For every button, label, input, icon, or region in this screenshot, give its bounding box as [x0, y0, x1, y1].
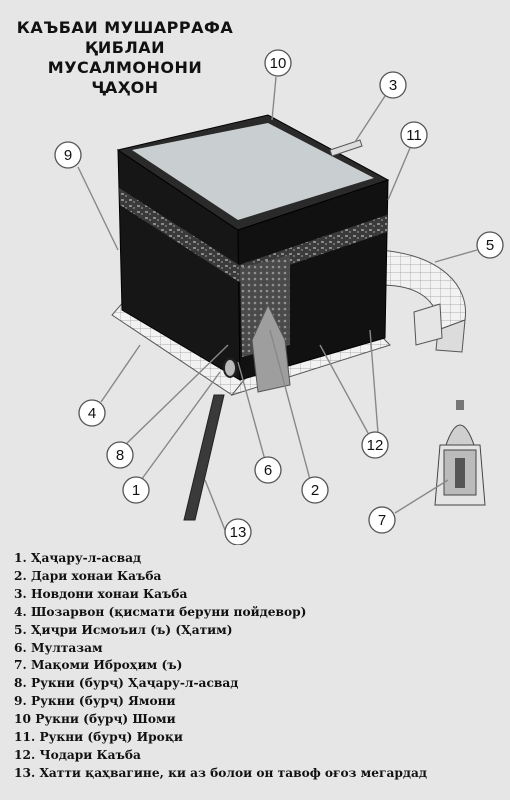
callout-label: 6	[264, 462, 272, 479]
callout-1: 1	[122, 476, 150, 504]
callout-12: 12	[361, 431, 389, 459]
legend-item: 13. Хатти қаҳвагине, ки аз болои он таво…	[14, 765, 428, 780]
callout-3: 3	[379, 71, 407, 99]
hijr-ismail-wall	[379, 249, 467, 353]
title-line-1: КАЪБАИ МУШАРРАФА	[16, 18, 234, 37]
callout-label: 7	[378, 512, 386, 529]
callout-9: 9	[54, 141, 82, 169]
callout-label: 12	[367, 437, 384, 454]
legend-item: 2. Дари хонаи Каъба	[14, 568, 162, 583]
callout-label: 5	[486, 237, 494, 254]
callout-13: 13	[224, 518, 252, 545]
callout-label: 4	[88, 405, 96, 422]
tawaf-start-line	[183, 394, 225, 521]
callout-2: 2	[301, 476, 329, 504]
black-stone	[223, 358, 237, 378]
leader-lines	[77, 76, 478, 531]
legend-item: 11. Рукни (бурҷ) Ироқи	[14, 730, 183, 745]
kiswa-band-left	[119, 188, 239, 282]
callout-8: 8	[106, 441, 134, 469]
kaaba-diagram: 1 2 3 4 5 6 7 8 9 10 11 12	[54, 49, 504, 545]
callout-label: 1	[132, 482, 140, 499]
callout-10: 10	[264, 49, 292, 77]
callout-label: 11	[406, 127, 422, 144]
kaaba	[116, 114, 390, 393]
callout-5: 5	[476, 231, 504, 259]
callout-label: 3	[389, 77, 397, 94]
maqam-ibrahim	[434, 400, 486, 506]
legend-item: 4. Шозарвон (қисмати беруни пойдевор)	[14, 604, 307, 619]
callout-label: 8	[116, 447, 124, 464]
legend-item: 5. Ҳиҷри Исмоъил (ъ) (Ҳатим)	[14, 622, 233, 637]
legend-item: 12. Чодари Каъба	[14, 747, 141, 762]
title-line-2: ҚИБЛАИ	[84, 38, 166, 57]
legend-list: 1. Ҳаҷару-л-асвад 2. Дари хонаи Каъба 3.…	[14, 550, 504, 783]
callout-label: 10	[270, 55, 287, 72]
legend-item: 8. Рукни (бурҷ) Ҳаҷару-л-асвад	[14, 676, 239, 691]
callout-7: 7	[368, 506, 396, 534]
callout-11: 11	[400, 121, 428, 149]
legend-item: 9. Рукни (бурҷ) Ямони	[14, 694, 176, 709]
legend-item: 1. Ҳаҷару-л-асвад	[14, 551, 142, 565]
title-line-4: ҶАҲОН	[91, 78, 159, 97]
legend-item: 10 Рукни (бурҷ) Шоми	[14, 712, 176, 727]
legend-item: 3. Новдони хонаи Каъба	[14, 586, 188, 601]
callout-4: 4	[78, 399, 106, 427]
legend-item: 6. Мултазам	[14, 640, 103, 655]
callout-label: 13	[230, 524, 247, 541]
page-title: КАЪБАИ МУШАРРАФА ҚИБЛАИ МУСАЛМОНОНИ ҶАҲО…	[10, 18, 240, 98]
callout-label: 9	[64, 147, 72, 164]
title-line-3: МУСАЛМОНОНИ	[47, 58, 203, 77]
callout-label: 2	[311, 482, 319, 499]
mizab-spout	[329, 139, 363, 157]
legend-item: 7. Мақоми Иброҳим (ъ)	[14, 658, 183, 673]
kaaba-roof-surface	[132, 123, 374, 220]
callout-6: 6	[254, 456, 282, 484]
